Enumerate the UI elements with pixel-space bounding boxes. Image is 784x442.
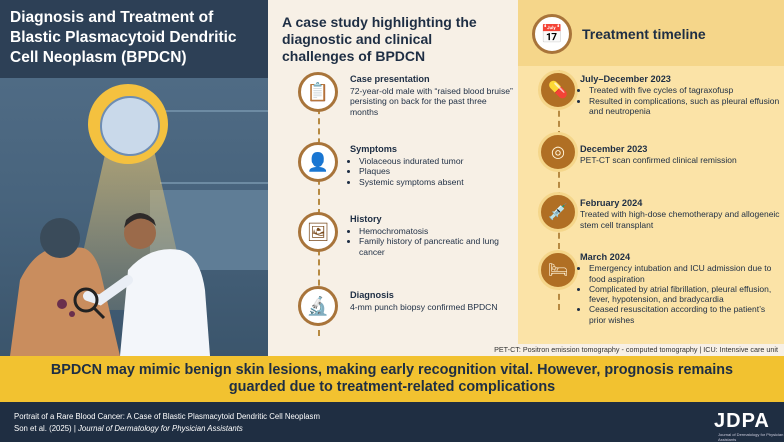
section-text: 72-year-old male with “raised blood brui…: [350, 85, 513, 117]
cell-cluster: [100, 96, 160, 156]
timeline-event: February 2024 Treated with high-dose che…: [580, 198, 780, 230]
timeline-event: July–December 2023 Treated with five cyc…: [580, 74, 780, 116]
timeline-panel: 📅 Treatment timeline 💊 July–December 202…: [518, 0, 784, 344]
patient-icon: 👤: [298, 142, 338, 182]
list-item: Violaceous indurated tumor: [359, 156, 516, 167]
iv-drip-icon: 💉: [538, 192, 578, 232]
list-item: Family history of pancreatic and lung ca…: [359, 236, 516, 257]
event-date: February 2024: [580, 198, 643, 208]
key-message-banner: BPDCN may mimic benign skin lesions, mak…: [0, 356, 784, 402]
medication-bottle-icon: 💊: [538, 70, 578, 110]
family-photo-icon: 🖼: [298, 212, 338, 252]
journal-logo[interactable]: JDPA: [714, 410, 770, 432]
calendar-icon: 📅: [532, 14, 572, 54]
title-box: [0, 0, 268, 78]
symptoms-section: Symptoms Violaceous indurated tumor Plaq…: [350, 144, 516, 187]
journal-logo-subtitle: Journal of Dermatology for Physician Ass…: [718, 432, 784, 442]
footer: Portrait of a Rare Blood Cancer: A Case …: [0, 402, 784, 442]
list-item: Emergency intubation and ICU admission d…: [589, 263, 780, 284]
authors: Son et al. (2025) |: [14, 424, 79, 433]
icu-bed-icon: 🛏: [538, 250, 578, 290]
wall-shelf: [160, 110, 268, 184]
diagnosis-section: Diagnosis 4-mm punch biopsy confirmed BP…: [350, 290, 516, 312]
timeline-event: December 2023 PET-CT scan confirmed clin…: [580, 144, 780, 166]
timeline-title: Treatment timeline: [582, 26, 706, 42]
key-message-text: BPDCN may mimic benign skin lesions, mak…: [50, 362, 734, 395]
event-date: March 2024: [580, 252, 631, 262]
list-item: Treated with five cycles of tagraxofusp: [589, 85, 780, 95]
event-date: December 2023: [580, 144, 648, 154]
section-heading: Diagnosis: [350, 290, 394, 300]
page-title: Diagnosis and Treatment of Blastic Plasm…: [10, 9, 237, 66]
list-item: Ceased resuscitation according to the pa…: [589, 304, 780, 325]
event-date: July–December 2023: [580, 74, 671, 84]
history-section: History Hemochromatosis Family history o…: [350, 214, 516, 257]
abbreviations-note: PET-CT: Positron emission tomography - c…: [268, 344, 784, 356]
section-heading: Symptoms: [350, 144, 397, 154]
section-text: 4-mm punch biopsy confirmed BPDCN: [350, 301, 498, 312]
timeline-event: March 2024 Emergency intubation and ICU …: [580, 252, 780, 325]
pet-scanner-icon: ◎: [538, 132, 578, 172]
list-item: Plaques: [359, 166, 516, 177]
article-title: Portrait of a Rare Blood Cancer: A Case …: [14, 412, 320, 421]
section-heading: History: [350, 214, 382, 224]
clipboard-icon: 📋: [298, 72, 338, 112]
doctor-examining-patient-illustration: [10, 213, 210, 356]
list-item: Complicated by atrial fibrillation, pleu…: [589, 284, 780, 305]
microscope-icon: 🔬: [298, 286, 338, 326]
case-panel: A case study highlighting the diagnostic…: [268, 0, 518, 356]
case-subtitle: A case study highlighting the diagnostic…: [282, 14, 477, 64]
event-text: Treated with high-dose chemotherapy and …: [580, 209, 780, 230]
journal-name: Journal of Dermatology for Physician Ass…: [78, 424, 243, 433]
citation: Son et al. (2025) | Journal of Dermatolo…: [14, 424, 243, 433]
event-text: PET-CT scan confirmed clinical remission: [580, 155, 737, 166]
illustration-panel: Diagnosis and Treatment of Blastic Plasm…: [0, 0, 268, 356]
timeline-connector-line: [558, 70, 560, 310]
section-heading: Case presentation: [350, 74, 430, 84]
case-presentation-section: Case presentation 72-year-old male with …: [350, 74, 516, 117]
list-item: Systemic symptoms absent: [359, 177, 516, 188]
list-item: Hemochromatosis: [359, 226, 516, 237]
list-item: Resulted in complications, such as pleur…: [589, 96, 780, 117]
